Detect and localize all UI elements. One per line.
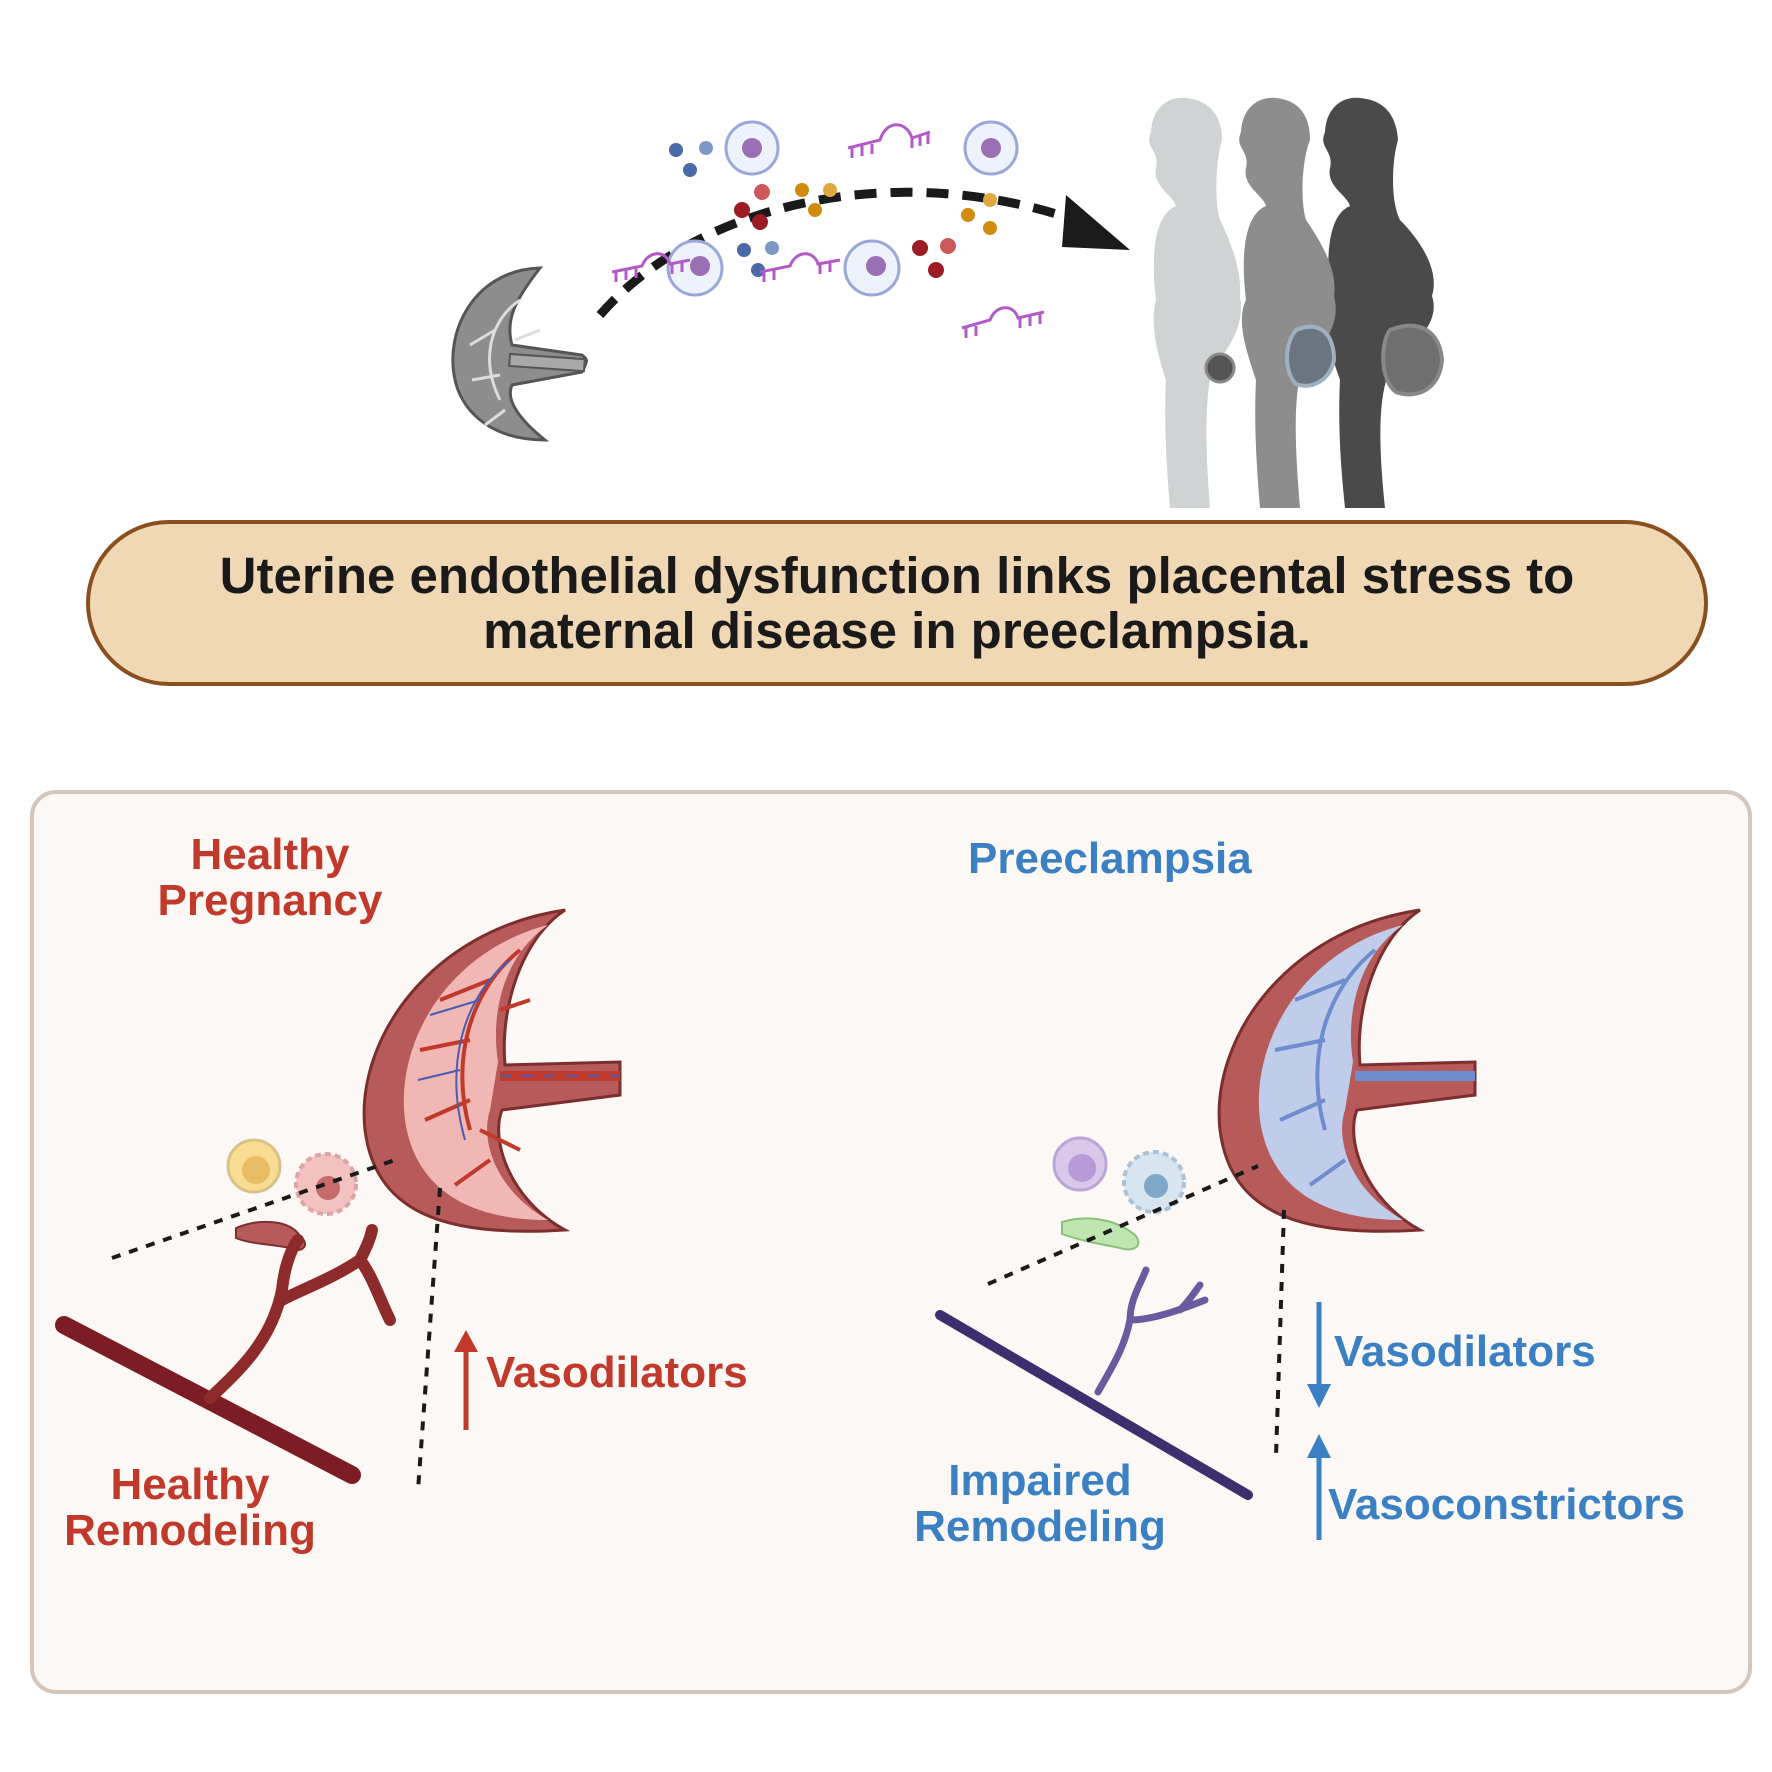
healthy-title-line1: Healthy [190,830,350,879]
placenta-icon [451,266,588,442]
summary-text-line1: Uterine endothelial dysfunction links pl… [219,547,1575,604]
summary-text: Uterine endothelial dysfunction links pl… [117,548,1677,658]
healthy-placenta-icon [362,908,622,1233]
healthy-vasodilators-label: Vasodilators [486,1348,748,1397]
impaired-remodel-line2: Remodeling [914,1502,1166,1551]
healthy-remodeling-label: Healthy Remodeling [30,1462,350,1554]
trophoblast-cell-icon [1061,1217,1140,1251]
down-arrow-icon [1307,1384,1331,1408]
pregnant-women-icon [1149,97,1445,509]
preeclampsia-vasodilators-label: Vasodilators [1334,1327,1596,1376]
impaired-remodeling-label: Impaired Remodeling [880,1458,1200,1550]
healthy-remodel-line2: Remodeling [64,1506,316,1555]
healthy-pregnancy-title: Healthy Pregnancy [120,832,420,924]
preeclampsia-vasoconstrictors-label: Vasoconstrictors [1328,1480,1686,1529]
healthy-vessel-icon [55,1224,396,1484]
impaired-remodel-line1: Impaired [948,1456,1132,1505]
summary-text-line2: maternal disease in preeclampsia. [483,602,1311,659]
up-arrow-icon [1307,1434,1331,1458]
dashed-arrow [596,187,1077,318]
preeclampsia-title: Preeclampsia [968,834,1252,883]
summary-banner: Uterine endothelial dysfunction links pl… [86,520,1708,686]
up-arrow-icon [454,1330,478,1352]
trophoblast-cell-icon [235,1220,306,1252]
arrowhead-icon [1062,195,1130,250]
comparison-panel [30,790,1752,1694]
preeclampsia-placenta-icon [1217,908,1477,1233]
healthy-title-line2: Pregnancy [157,876,383,925]
healthy-remodel-line1: Healthy [110,1460,270,1509]
impaired-vessel-icon [935,1266,1253,1500]
circulating-factors-icon [611,120,1045,338]
